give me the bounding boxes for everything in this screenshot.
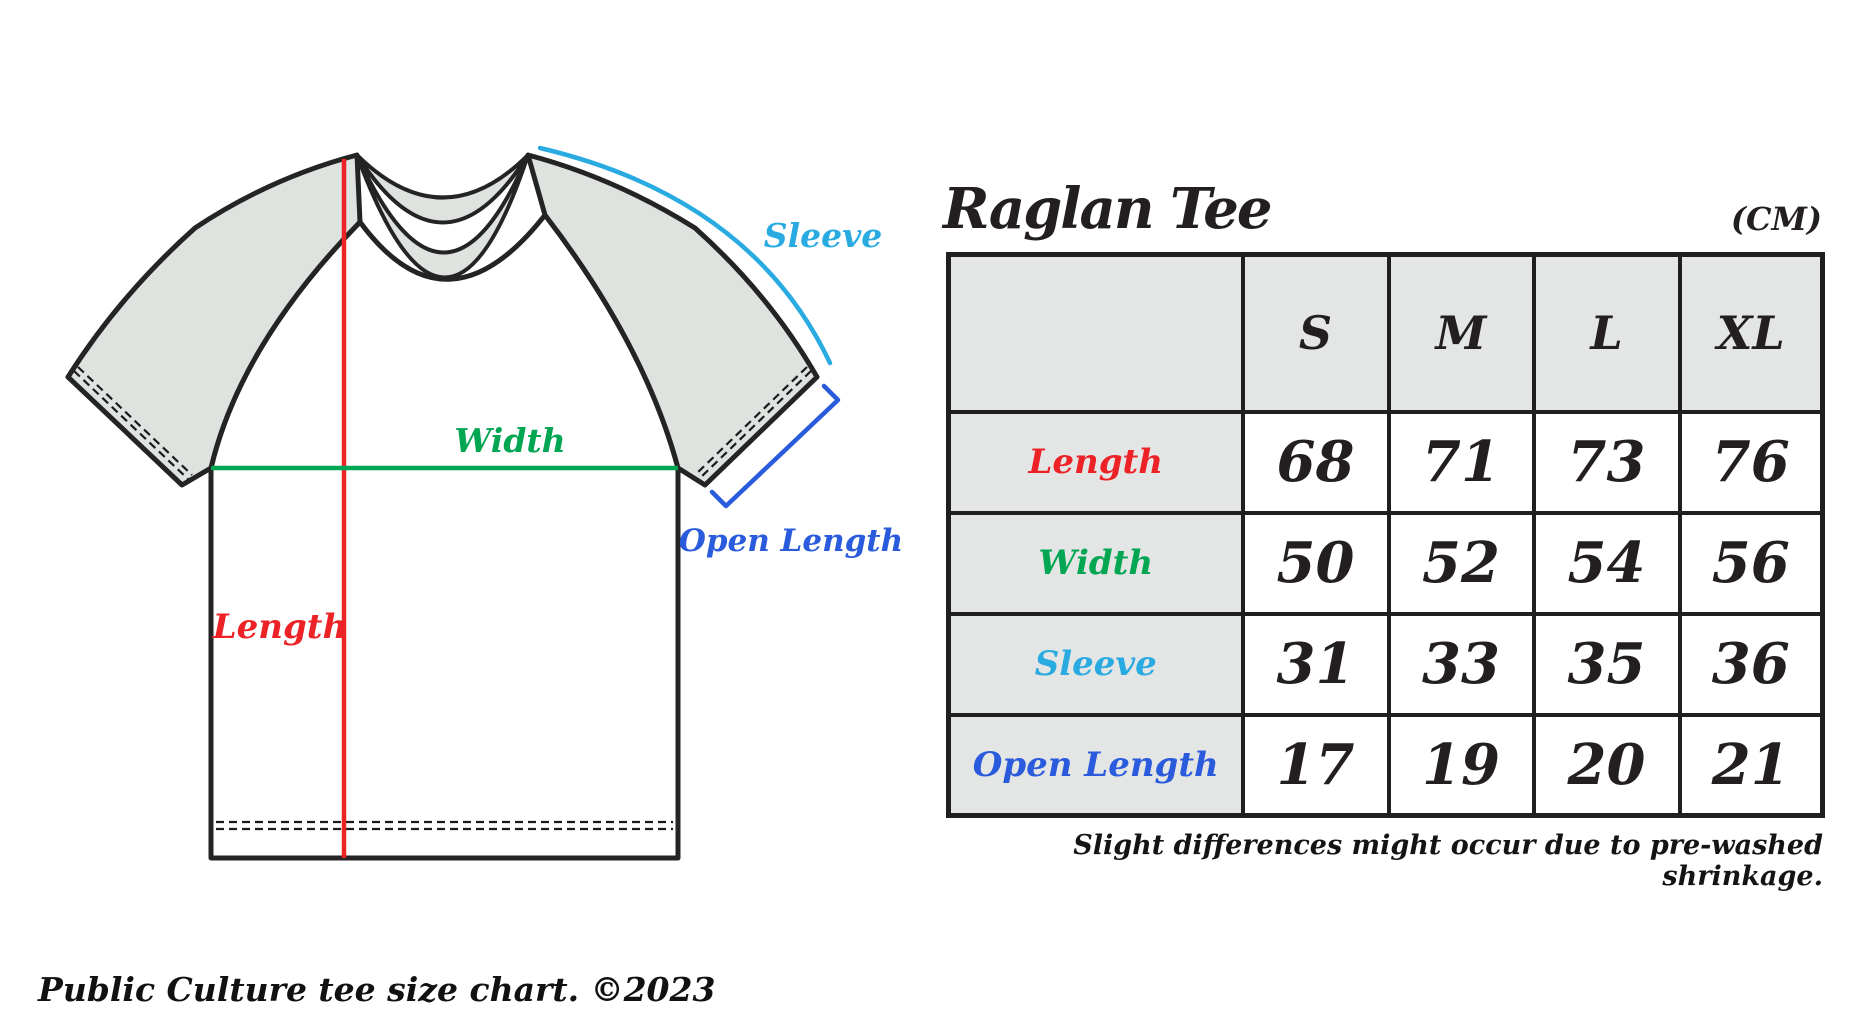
tshirt-left-sleeve bbox=[65, 152, 363, 488]
footer-credit: Public Culture tee size chart. ©2023 bbox=[38, 970, 716, 1009]
row-label-sleeve: Sleeve bbox=[946, 611, 1245, 717]
table-cell: 35 bbox=[1531, 611, 1682, 717]
table-corner-cell bbox=[946, 252, 1245, 414]
table-cell: 36 bbox=[1677, 611, 1825, 717]
table-cell: 21 bbox=[1677, 712, 1825, 818]
sleeve-measure-arc bbox=[537, 145, 833, 366]
table-cell: 54 bbox=[1531, 510, 1682, 616]
length-label: Length bbox=[212, 607, 347, 647]
size-header-m: M bbox=[1386, 252, 1536, 414]
table-row-open-length: Open Length 17 19 20 21 bbox=[946, 712, 1825, 818]
table-row-sleeve: Sleeve 31 33 35 36 bbox=[946, 611, 1825, 717]
table-row-width: Width 50 52 54 56 bbox=[946, 510, 1825, 616]
size-header-xl: XL bbox=[1677, 252, 1825, 414]
row-label-open-length: Open Length bbox=[946, 712, 1245, 818]
table-cell: 31 bbox=[1240, 611, 1391, 717]
tshirt-collar-front-band bbox=[355, 153, 530, 280]
table-cell: 20 bbox=[1531, 712, 1682, 818]
table-cell: 56 bbox=[1677, 510, 1825, 616]
left-cuff-stitching bbox=[73, 366, 193, 480]
table-row-length: Length 68 71 73 76 bbox=[946, 409, 1825, 515]
table-cell: 33 bbox=[1386, 611, 1536, 717]
table-cell: 68 bbox=[1240, 409, 1391, 515]
row-label-width: Width bbox=[946, 510, 1245, 616]
shrinkage-note: Slight differences might occur due to pr… bbox=[1073, 830, 1823, 892]
tshirt-right-sleeve bbox=[525, 152, 820, 488]
open-length-label: Open Length bbox=[679, 523, 903, 559]
size-header-s: S bbox=[1240, 252, 1391, 414]
open-length-bracket bbox=[709, 383, 841, 509]
size-header-l: L bbox=[1531, 252, 1682, 414]
width-label: Width bbox=[454, 421, 565, 460]
hem-stitching bbox=[216, 820, 673, 831]
table-cell: 17 bbox=[1240, 712, 1391, 818]
table-cell: 73 bbox=[1531, 409, 1682, 515]
unit-label: (CM) bbox=[1730, 200, 1822, 238]
page-title: Raglan Tee bbox=[943, 176, 1273, 242]
table-cell: 52 bbox=[1386, 510, 1536, 616]
size-table: S M L XL Length 68 71 73 76 Width 50 52 … bbox=[946, 252, 1825, 818]
sleeve-label: Sleeve bbox=[764, 216, 883, 255]
row-label-length: Length bbox=[946, 409, 1245, 515]
table-cell: 19 bbox=[1386, 712, 1536, 818]
size-table-header-row: S M L XL bbox=[946, 252, 1825, 414]
table-cell: 71 bbox=[1386, 409, 1536, 515]
table-cell: 50 bbox=[1240, 510, 1391, 616]
table-cell: 76 bbox=[1677, 409, 1825, 515]
